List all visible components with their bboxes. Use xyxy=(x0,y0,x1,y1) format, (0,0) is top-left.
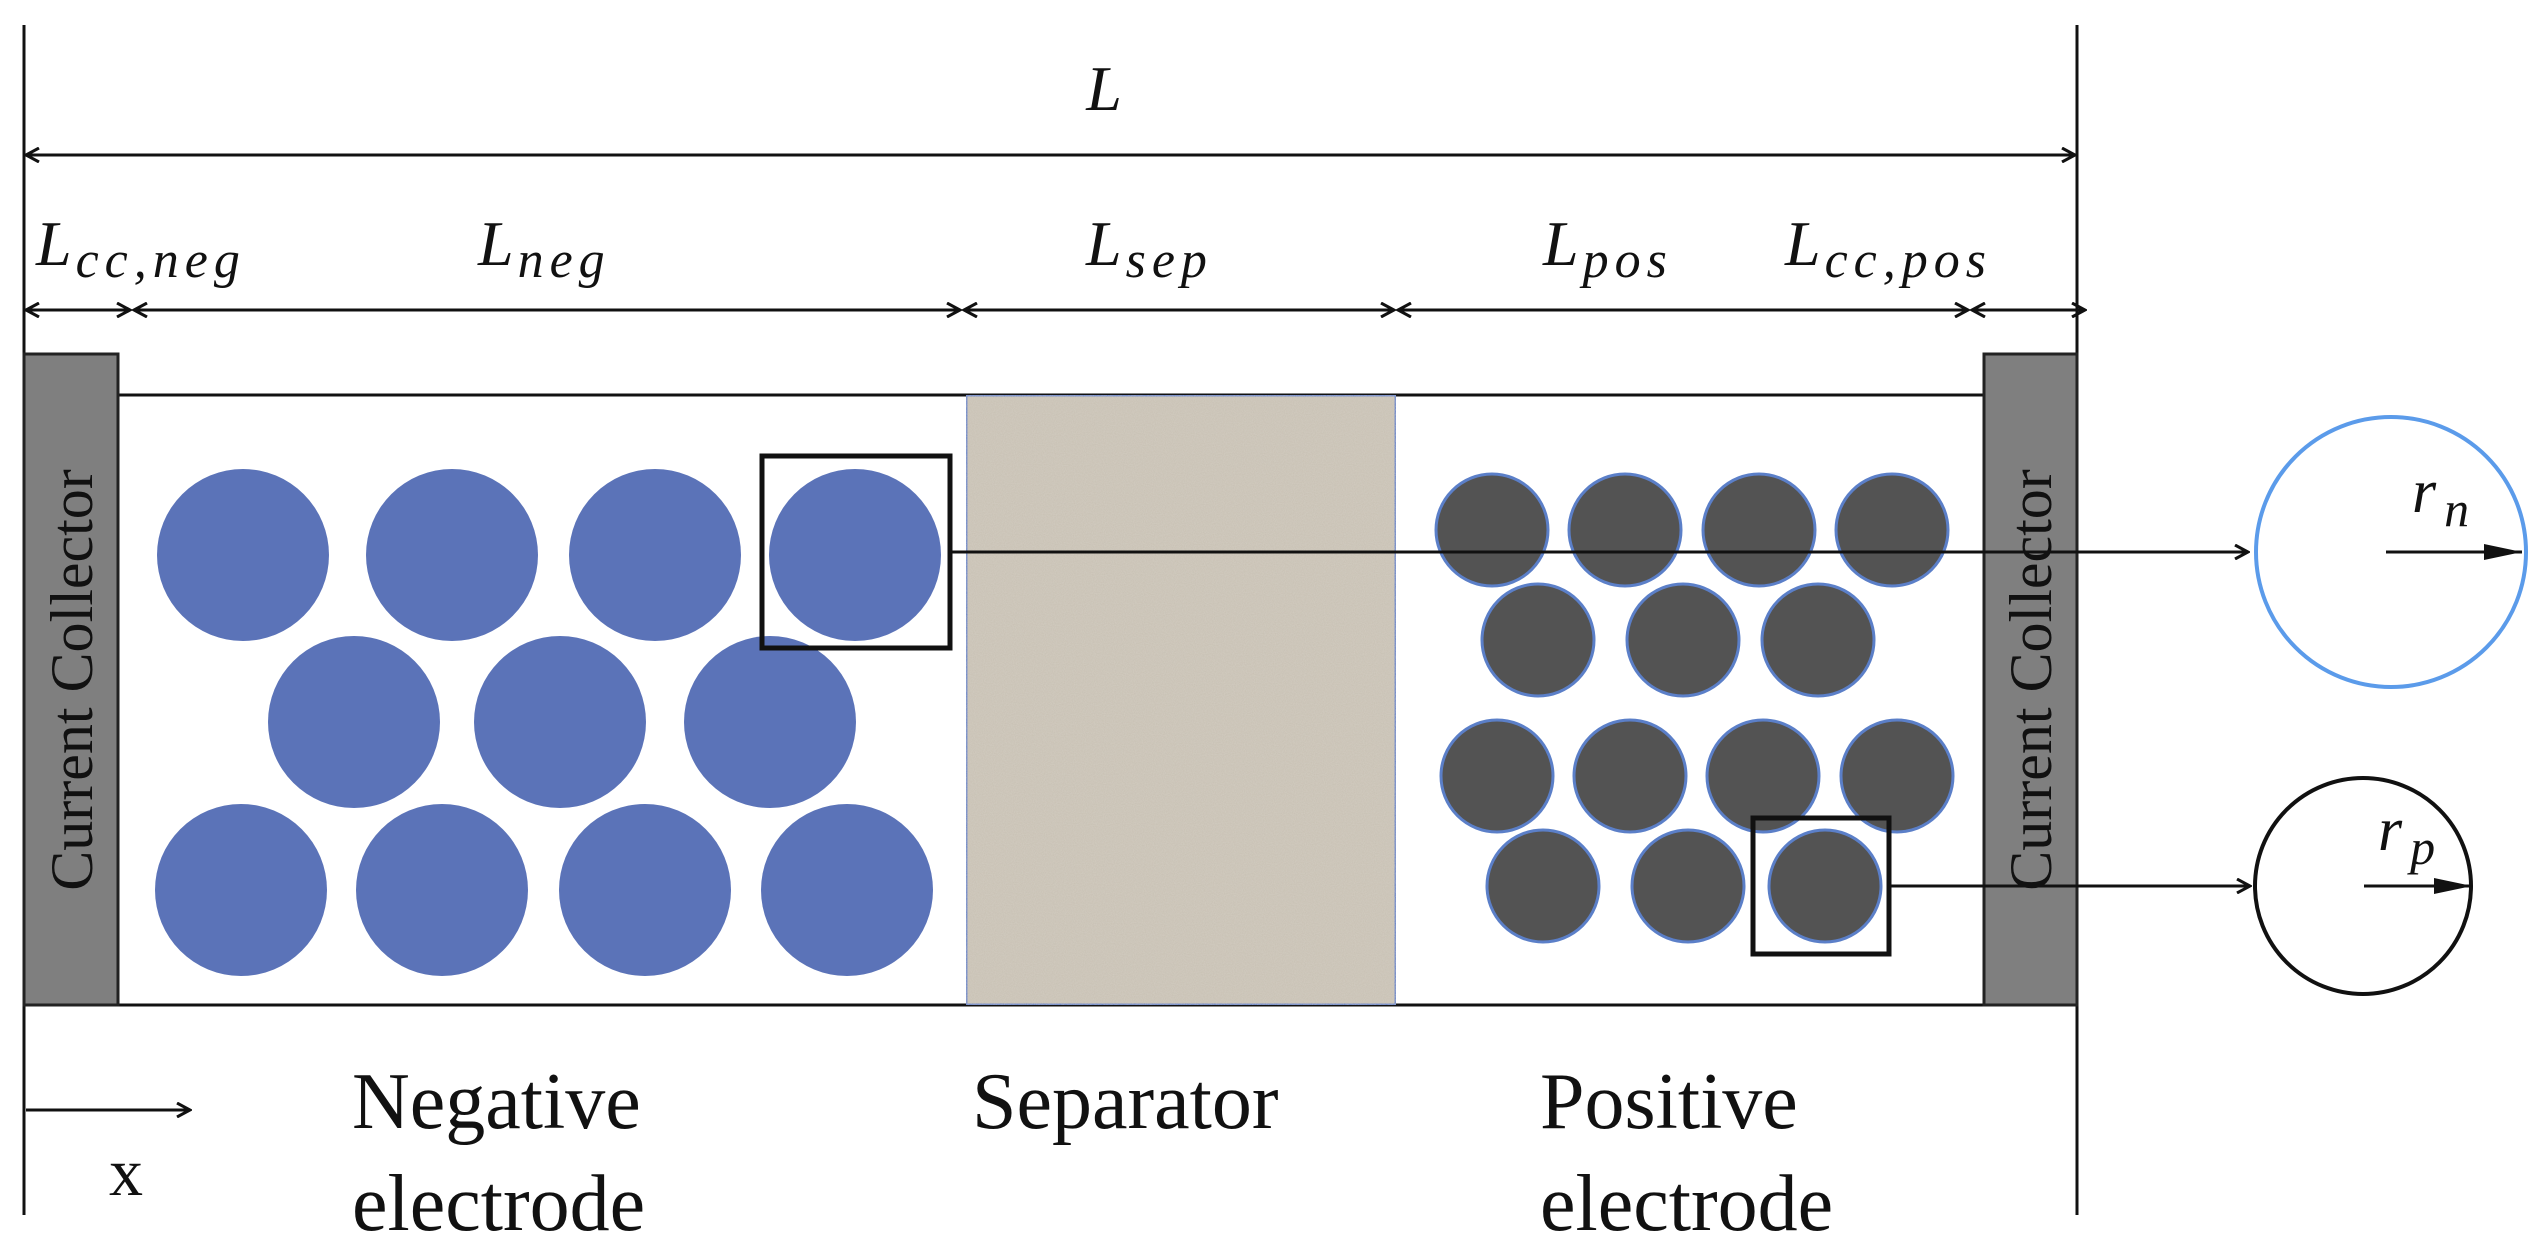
dim-cc-pos-sub: cc,pos xyxy=(1825,232,1992,289)
negative-particle xyxy=(684,636,856,808)
dim-label-pos: Lpos xyxy=(1542,208,1673,289)
negative-particle xyxy=(559,804,731,976)
region-separator-line1: Separator xyxy=(972,1058,1279,1146)
positive-particle xyxy=(1572,718,1688,834)
dim-label-total: L xyxy=(1085,53,1122,124)
dim-cc-neg-base: L xyxy=(35,208,72,279)
positive-particle xyxy=(1701,472,1817,588)
negative-particle xyxy=(569,469,741,641)
dim-neg-base: L xyxy=(477,208,514,279)
positive-particle xyxy=(1839,718,1955,834)
region-negative-line2: electrode xyxy=(352,1160,645,1248)
current-collector-label-left: Current Collector xyxy=(39,469,105,891)
dim-label-sep: Lsep xyxy=(1085,208,1213,289)
positive-particle xyxy=(1767,828,1883,944)
negative-particle xyxy=(155,804,327,976)
radius-p-base: r xyxy=(2378,796,2403,864)
dim-total-base: L xyxy=(1085,53,1122,124)
negative-particle xyxy=(761,804,933,976)
negative-particle xyxy=(157,469,329,641)
negative-particle xyxy=(356,804,528,976)
dim-sep-base: L xyxy=(1085,208,1122,279)
x-axis-label: x xyxy=(109,1134,143,1210)
negative-particle xyxy=(769,469,941,641)
dim-cc-pos-base: L xyxy=(1784,208,1821,279)
region-positive-line1: Positive xyxy=(1540,1058,1798,1146)
positive-particle xyxy=(1567,472,1683,588)
negative-particle xyxy=(366,469,538,641)
positive-particle xyxy=(1834,472,1950,588)
negative-particle xyxy=(268,636,440,808)
dim-pos-base: L xyxy=(1542,208,1579,279)
radius-n-base: r xyxy=(2412,458,2437,526)
radius-n-sub: n xyxy=(2444,481,2469,537)
current-collector-right xyxy=(1982,352,2079,1007)
region-negative-line1: Negative xyxy=(352,1058,641,1146)
dim-cc-neg-sub: cc,neg xyxy=(76,232,246,289)
positive-particle xyxy=(1705,718,1821,834)
positive-particle xyxy=(1480,582,1596,698)
dim-sep-sub: sep xyxy=(1126,232,1213,289)
region-label-negative: Negative electrode xyxy=(352,1058,661,1248)
negative-particles xyxy=(155,469,941,976)
positive-particle xyxy=(1630,828,1746,944)
radius-p-sub: p xyxy=(2407,819,2435,875)
region-positive-line2: electrode xyxy=(1540,1160,1833,1248)
current-collector-left xyxy=(22,352,120,1007)
dim-neg-sub: neg xyxy=(518,232,611,289)
positive-particle xyxy=(1485,828,1601,944)
separator-block xyxy=(964,393,1398,1007)
positive-particle xyxy=(1439,718,1555,834)
dim-label-cc-pos: Lcc,pos xyxy=(1784,208,1992,289)
positive-particles xyxy=(1434,472,1955,944)
dim-label-neg: Lneg xyxy=(477,208,611,289)
current-collector-label-right: Current Collector xyxy=(1998,469,2064,891)
dim-label-cc-neg: Lcc,neg xyxy=(35,208,246,289)
region-label-positive: Positive electrode xyxy=(1540,1058,1833,1248)
positive-particle xyxy=(1625,582,1741,698)
negative-particle xyxy=(474,636,646,808)
region-label-separator: Separator xyxy=(972,1058,1279,1146)
positive-particle xyxy=(1434,472,1550,588)
positive-particle xyxy=(1760,582,1876,698)
dim-pos-sub: pos xyxy=(1579,232,1673,289)
